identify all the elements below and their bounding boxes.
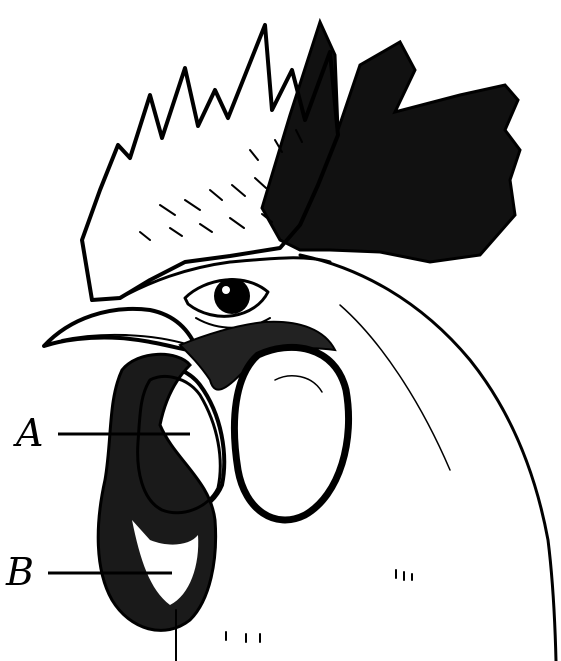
eye (185, 278, 270, 328)
beak (44, 309, 198, 352)
ear-lobe (234, 347, 348, 520)
neck-ink-marks (176, 570, 412, 661)
label-a: A (13, 411, 43, 455)
label-b: B (5, 550, 34, 594)
neck-inner-curve (340, 305, 450, 470)
